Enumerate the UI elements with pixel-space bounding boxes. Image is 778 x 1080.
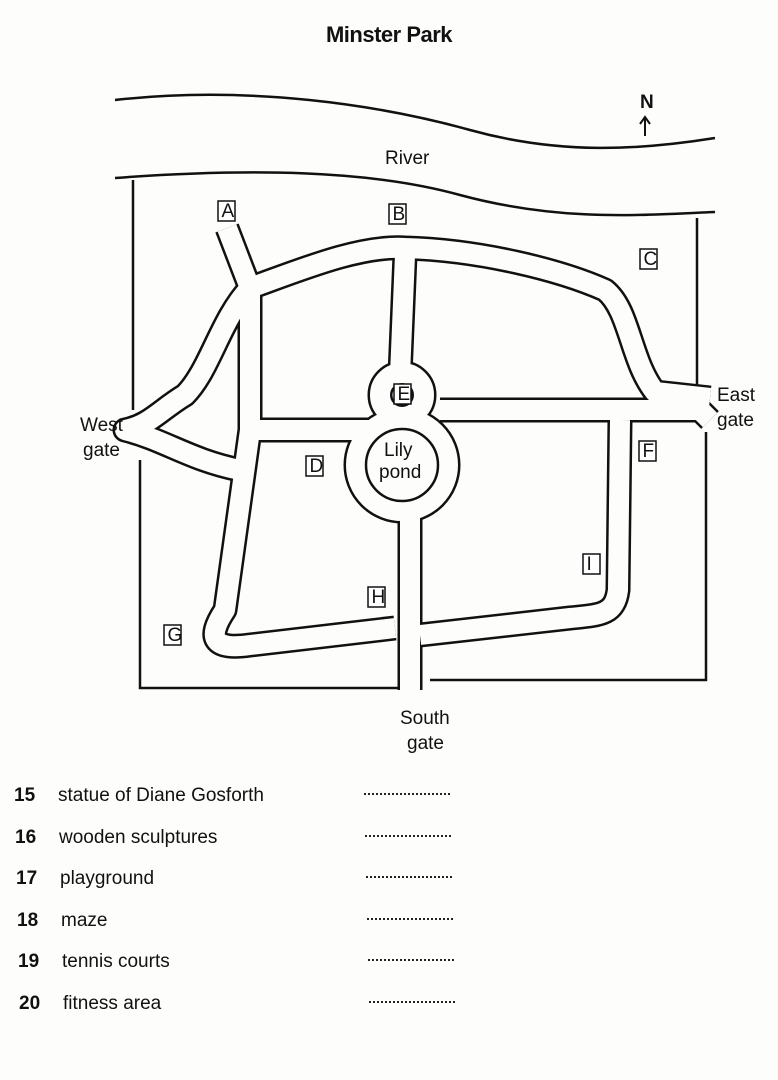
svg-text:D: D [310,456,324,477]
question-15: 15 statue of Diane Gosforth [14,785,450,807]
location-markers: A B C D E F G H I [163,200,658,646]
question-text: statue of Diane Gosforth [58,785,264,806]
question-text: fitness area [63,992,162,1014]
west-gate-label-2: gate [83,440,120,461]
answer-blank[interactable] [364,793,450,795]
question-18: 18 maze [17,909,453,932]
question-text: wooden sculptures [59,826,218,848]
question-text: playground [60,868,155,889]
question-20: 20 fitness area [19,992,455,1015]
svg-text:I: I [587,554,592,575]
marker-a: A [217,200,236,222]
compass: N [639,92,654,136]
question-number: 15 [14,785,36,806]
question-text: tennis courts [62,951,170,972]
question-number: 18 [17,909,39,931]
park-map: N River West gate East gate South gate L… [80,92,756,754]
answer-blank[interactable] [367,917,453,920]
question-17: 17 playground [16,868,452,890]
answer-blank[interactable] [368,959,454,961]
svg-text:N: N [640,92,654,113]
river-banks [114,93,716,217]
question-number: 19 [18,951,40,972]
east-gate-label: East [717,385,756,406]
answer-blank[interactable] [366,876,452,878]
park-boundary [131,180,708,690]
pond-label-2: pond [379,462,421,483]
svg-text:C: C [644,249,658,270]
south-gate-label: South [400,708,450,729]
svg-text:E: E [398,384,411,405]
marker-c: C [639,248,658,270]
svg-text:H: H [372,587,386,608]
marker-b: B [388,203,407,225]
marker-i: I [582,553,601,575]
question-number: 20 [19,992,41,1014]
marker-g: G [163,624,183,646]
pond-label: Lily [384,440,413,461]
marker-e: E [393,383,412,405]
north-arrow-icon [639,115,651,136]
question-19: 19 tennis courts [18,951,454,973]
question-number: 17 [16,868,38,889]
answer-blank[interactable] [369,1000,455,1003]
map-title: Minster Park [325,22,453,47]
svg-text:G: G [168,625,183,646]
marker-h: H [367,586,386,608]
south-gate-label-2: gate [407,733,444,754]
river-label: River [385,148,430,169]
question-text: maze [61,909,108,931]
west-gate-label: West [80,415,124,436]
svg-text:F: F [643,441,655,462]
paths [112,223,719,695]
answer-blank[interactable] [365,834,451,837]
svg-text:B: B [393,204,406,225]
question-16: 16 wooden sculptures [15,826,451,849]
svg-text:A: A [222,201,235,222]
marker-f: F [638,440,657,462]
east-gate-label-2: gate [717,410,754,431]
question-number: 16 [15,826,37,848]
marker-d: D [305,455,324,477]
